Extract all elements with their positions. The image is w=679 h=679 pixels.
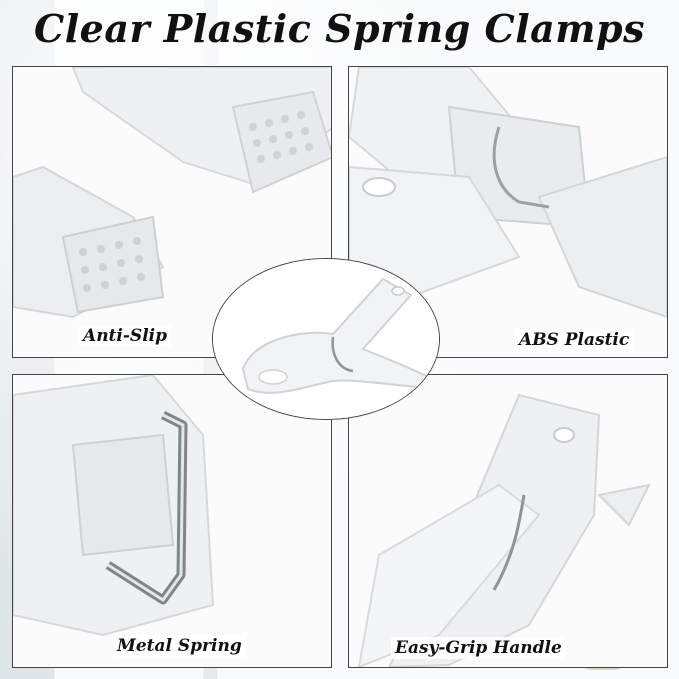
label-anti-slip: Anti-Slip — [79, 325, 171, 347]
panel-abs-plastic: ABS Plastic — [348, 66, 668, 358]
whole-clamp-photo — [213, 259, 439, 419]
center-clamp-oval — [212, 258, 440, 420]
label-easy-grip: Easy-Grip Handle — [391, 637, 566, 659]
panel-metal-spring: Metal Spring — [12, 374, 332, 668]
page-title: Clear Plastic Spring Clamps — [34, 6, 645, 51]
abs-plastic-photo — [349, 67, 667, 357]
label-abs-plastic: ABS Plastic — [515, 329, 634, 351]
label-metal-spring: Metal Spring — [113, 635, 246, 657]
easy-grip-photo — [349, 375, 667, 667]
panel-easy-grip: Easy-Grip Handle — [348, 374, 668, 668]
metal-spring-photo — [13, 375, 331, 667]
